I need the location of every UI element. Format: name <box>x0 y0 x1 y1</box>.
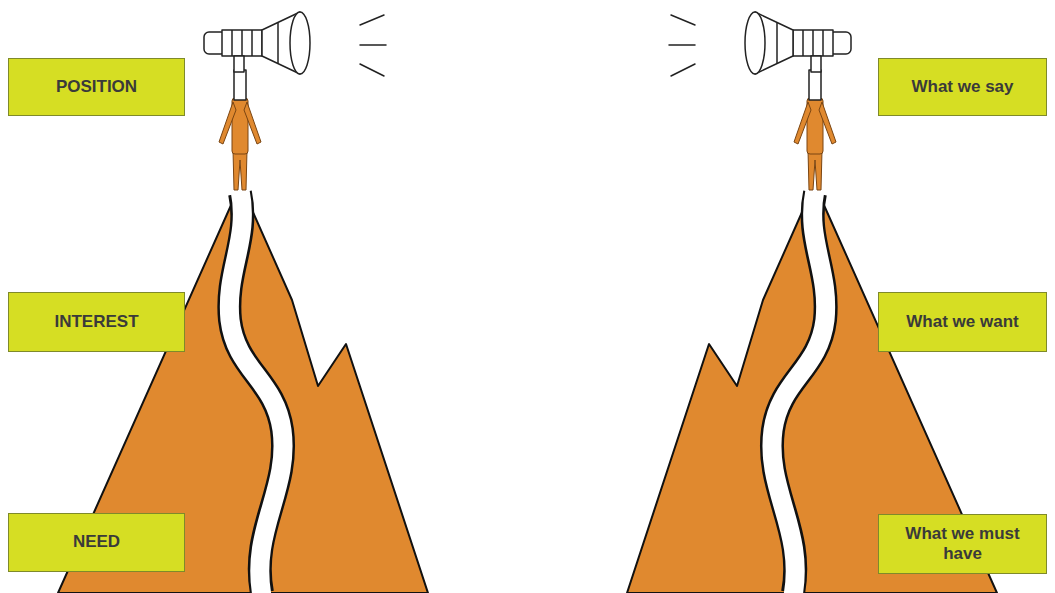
box-text: What we want <box>906 312 1018 332</box>
label-box: What we want <box>878 292 1047 352</box>
label-box: NEED <box>8 513 185 572</box>
label-box: INTEREST <box>8 292 185 352</box>
box-text: What we say <box>911 77 1013 97</box>
box-text: What we must have <box>887 524 1038 565</box>
box-text: POSITION <box>56 77 137 97</box>
label-box: What we say <box>878 58 1047 116</box>
box-text: NEED <box>73 532 120 552</box>
label-box: POSITION <box>8 58 185 116</box>
box-text: INTEREST <box>54 312 138 332</box>
label-box: What we must have <box>878 514 1047 574</box>
